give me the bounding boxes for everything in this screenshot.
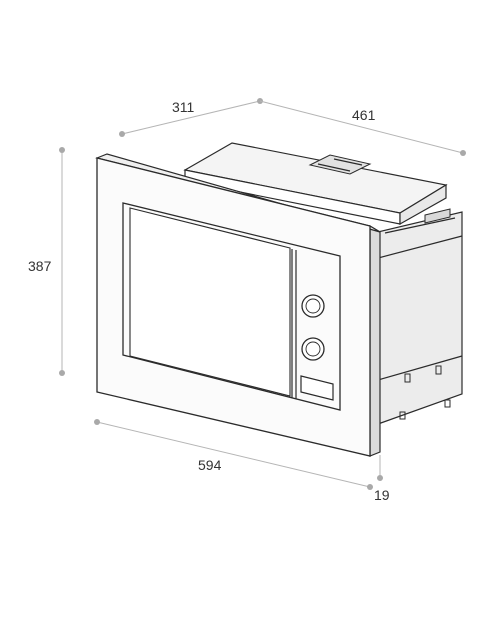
- dimension-label-387: 387: [28, 258, 52, 274]
- body-top-side: [399, 183, 447, 226]
- dimension-19: 19: [374, 455, 390, 503]
- dimension-endpoint-dot: [377, 475, 383, 481]
- dimension-311: 311: [119, 98, 263, 137]
- dimension-endpoint-dot: [367, 484, 373, 490]
- frame-side-edge: [369, 224, 381, 457]
- body-right-side: [377, 211, 463, 425]
- rotary-knob-icon: [301, 337, 325, 361]
- dimension-endpoint-dot: [59, 147, 65, 153]
- door-release-button-icon: [300, 375, 334, 401]
- foot: [404, 373, 411, 383]
- dimension-label-461: 461: [352, 107, 376, 123]
- dimension-label-311: 311: [172, 99, 195, 115]
- dimension-label-594: 594: [198, 457, 222, 473]
- microwave-body: [183, 142, 463, 425]
- dimension-endpoint-dot: [460, 150, 466, 156]
- front-frame: [95, 153, 381, 457]
- foot: [435, 365, 442, 375]
- dimension-594: 594: [94, 419, 373, 490]
- dimension-endpoint-dot: [119, 131, 125, 137]
- vent-grille-icon: [424, 208, 451, 224]
- foot: [399, 411, 406, 420]
- top-handle-icon: [308, 154, 372, 175]
- dimension-label-19: 19: [374, 487, 390, 503]
- rotary-knob-icon: [301, 294, 325, 318]
- dimension-endpoint-dot: [94, 419, 100, 425]
- door-window-outer: [122, 202, 341, 411]
- dimension-endpoint-dot: [59, 370, 65, 376]
- foot: [444, 399, 451, 408]
- dimension-461: 461: [259, 100, 466, 156]
- dimension-387: 387: [28, 147, 65, 376]
- door-window: [129, 207, 291, 397]
